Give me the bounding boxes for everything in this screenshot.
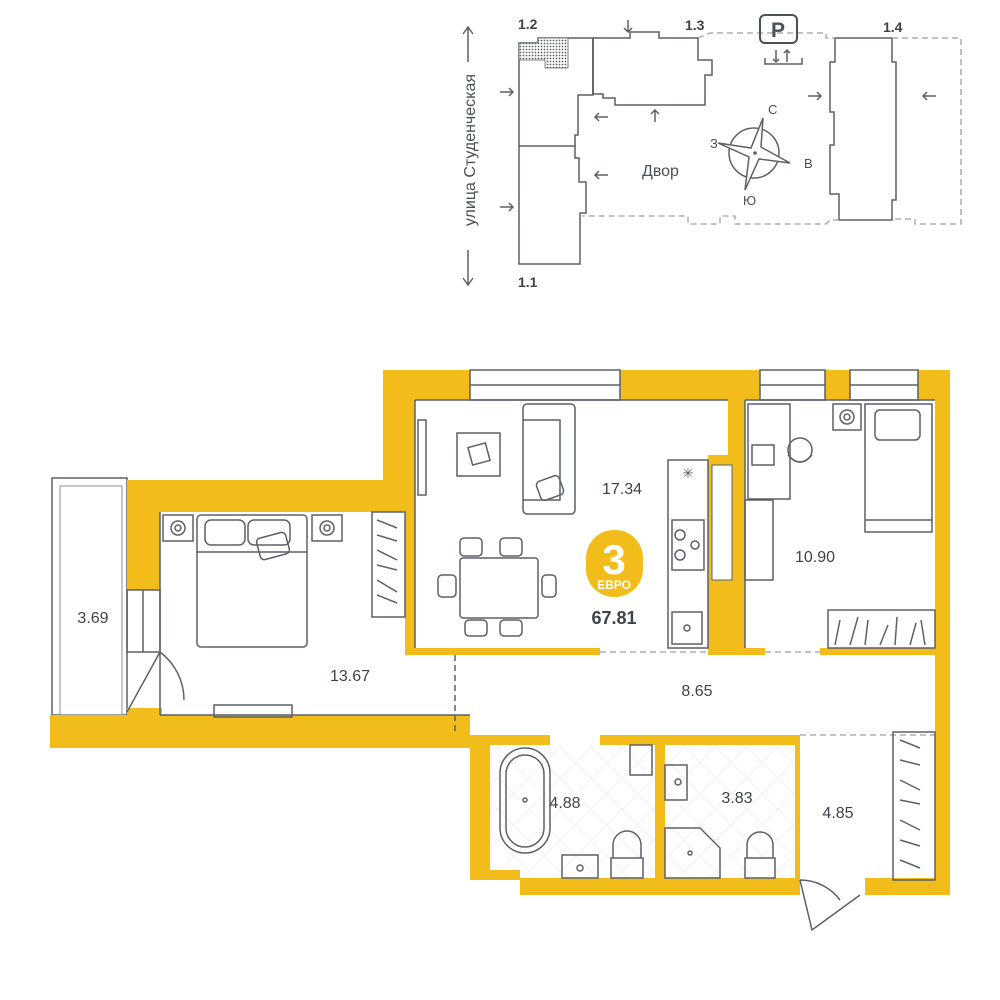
building-label-1-4: 1.4 <box>883 19 903 35</box>
site-plan: улица Студенческая 1.2 1.3 1.4 1.1 Двор … <box>462 14 962 290</box>
wardrobe <box>371 511 406 618</box>
balcony-door <box>126 651 185 713</box>
courtyard-label: Двор <box>642 163 679 180</box>
area-balcony: 3.69 <box>77 610 108 627</box>
single-bed <box>864 403 933 533</box>
svg-text:Ю: Ю <box>743 193 756 208</box>
kitchen-counter: ✳ <box>667 459 709 649</box>
entrance-door <box>799 879 861 932</box>
area-bathroom: 4.88 <box>549 795 580 812</box>
svg-text:З: З <box>710 136 718 151</box>
area-entrance: 4.85 <box>822 805 853 822</box>
street-arrows <box>462 25 474 287</box>
area-shower-room: 3.83 <box>721 790 752 807</box>
sofa <box>522 403 576 515</box>
area-hall: 8.65 <box>681 683 712 700</box>
hatched-area <box>518 37 569 69</box>
svg-text:✳: ✳ <box>682 465 694 481</box>
territory-boundary <box>582 32 962 225</box>
dining-table <box>437 537 557 637</box>
svg-text:P: P <box>771 19 785 42</box>
building-label-1-1: 1.1 <box>518 274 538 290</box>
balcony <box>51 477 128 716</box>
entrance-arrows <box>500 20 936 212</box>
area-bedroom: 13.67 <box>330 668 370 685</box>
svg-text:В: В <box>804 156 813 171</box>
double-bed <box>196 514 308 648</box>
building-label-1-2: 1.2 <box>518 16 538 32</box>
wardrobe-small <box>827 609 936 649</box>
dresser <box>213 704 293 718</box>
svg-text:ЕВРО: ЕВРО <box>597 578 631 592</box>
building-label-1-3: 1.3 <box>685 17 705 33</box>
desk <box>747 403 813 500</box>
nightstand-small <box>832 403 862 431</box>
coffee-table <box>456 432 501 477</box>
entrance-wardrobe <box>892 731 936 881</box>
toilets <box>610 830 776 879</box>
parking-icon: P <box>759 14 803 65</box>
walls <box>50 370 950 895</box>
building-1-3 <box>592 31 713 106</box>
floor-plan: ✳ <box>50 369 950 932</box>
area-living-kitchen: 17.34 <box>602 481 642 498</box>
building-1-1-1-2 <box>518 37 594 265</box>
compass-icon: С З В Ю <box>710 102 813 208</box>
sinks <box>561 744 688 879</box>
shelf <box>744 499 774 581</box>
street-label: улица Студенческая <box>462 74 479 226</box>
nightstands <box>162 514 343 542</box>
total-area: 67.81 <box>591 608 636 628</box>
tv <box>417 419 427 496</box>
svg-text:3: 3 <box>602 536 625 583</box>
shower <box>664 827 721 879</box>
bathtub <box>499 747 551 854</box>
building-1-4 <box>829 37 897 221</box>
area-bedroom-small: 10.90 <box>795 549 835 566</box>
apartment-type-badge: 3 ЕВРО <box>586 530 643 597</box>
svg-text:С: С <box>768 102 777 117</box>
